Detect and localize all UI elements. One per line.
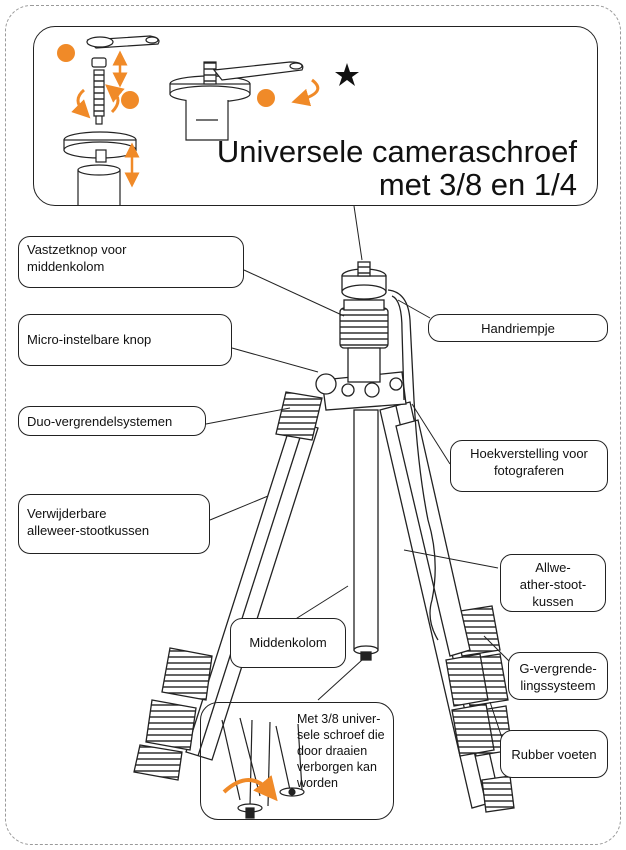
rotate-arrow-icon [222,775,278,802]
diagram-title: Universele cameraschroef met 3/8 en 1/4 [217,135,577,201]
callout-angle-adjust: Hoekverstelling voor fotograferen [450,440,608,492]
callout-rubber-feet: Rubber voeten [500,730,608,778]
callout-line: ather-stoot- [519,577,587,592]
title-line-1: Universele cameraschroef [216,134,577,169]
callout-hand-strap: Handriempje [428,314,608,342]
rotate-arrow-icon [71,78,320,119]
exploded-screw-view [63,35,304,206]
callout-line: Rubber voeten [511,747,597,762]
callout-line: Verwijderbare [27,506,107,521]
callout-allweather-cushion: Allwe- ather-stoot- kussen [500,554,606,612]
up-down-arrow-icon [112,50,140,188]
callout-line: alleweer-stootkussen [27,523,150,538]
callout-micro-adjust-knob: Micro-instelbare knop [18,314,232,366]
callout-line: door draaien [297,744,368,758]
callout-line: Duo-vergrendelsystemen [27,414,173,429]
callout-line: Met 3/8 univer- [297,712,381,726]
callout-line: Micro-instelbare knop [27,332,152,347]
callout-line: worden [297,776,338,790]
callout-hidden-screw-inset: Met 3/8 univer- sele schroef die door dr… [200,702,394,820]
callout-line: G-vergrende- [519,661,597,676]
star-icon [335,63,359,86]
callout-line: verborgen kan [297,760,377,774]
callout-line: Handriempje [481,321,555,336]
title-line-2: met 3/8 en 1/4 [378,167,577,202]
callout-line: sele schroef die [297,728,385,742]
callout-line: fotograferen [493,463,565,478]
callout-center-column: Middenkolom [230,618,346,668]
callout-line: Hoekverstelling voor [470,446,588,461]
callout-line: kussen [532,594,574,609]
callout-line: Middenkolom [249,635,327,650]
callout-line: lingssysteem [520,678,596,693]
callout-removable-cushion: Verwijderbare alleweer-stootkussen [18,494,210,554]
callout-center-column-lock: Vastzetknop voor middenkolom [18,236,244,288]
callout-g-locking: G-vergrende- lingssysteem [508,652,608,700]
callout-line: Vastzetknop voor [27,242,127,257]
page-border [5,5,621,845]
orange-dot-icon [57,44,275,109]
callout-duo-locking: Duo-vergrendelsystemen [18,406,206,436]
callout-line: middenkolom [27,259,105,274]
leader-lines [205,205,525,757]
callout-line: Allwe- [535,560,571,575]
